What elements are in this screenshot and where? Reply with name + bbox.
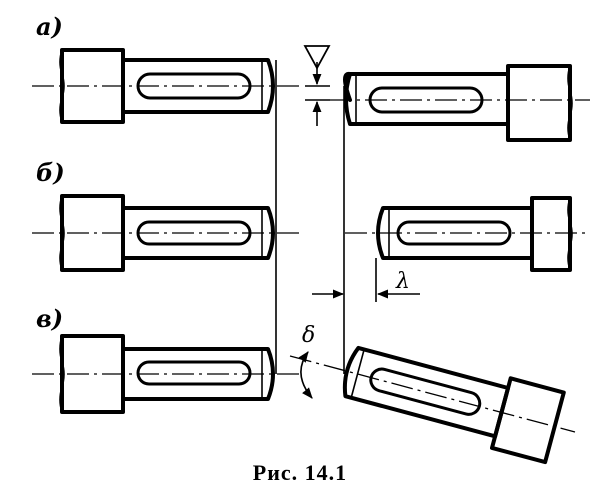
axis-c-right — [289, 355, 576, 433]
angle-symbol: δ — [302, 323, 315, 348]
shaft-c-right-tilted — [342, 345, 566, 465]
shaft-b-right — [376, 196, 573, 272]
offset-dimension — [303, 45, 331, 126]
label-c: в) — [36, 304, 63, 333]
angle-dimension — [298, 351, 313, 399]
shaft-c-left — [59, 334, 275, 414]
label-a: а) — [36, 12, 63, 41]
shaft-a-right — [343, 64, 573, 142]
gap-dimension — [312, 258, 420, 302]
figure-caption: Рис. 14.1 — [253, 460, 347, 485]
gap-symbol: λ — [395, 269, 410, 294]
label-b: б) — [36, 158, 65, 187]
